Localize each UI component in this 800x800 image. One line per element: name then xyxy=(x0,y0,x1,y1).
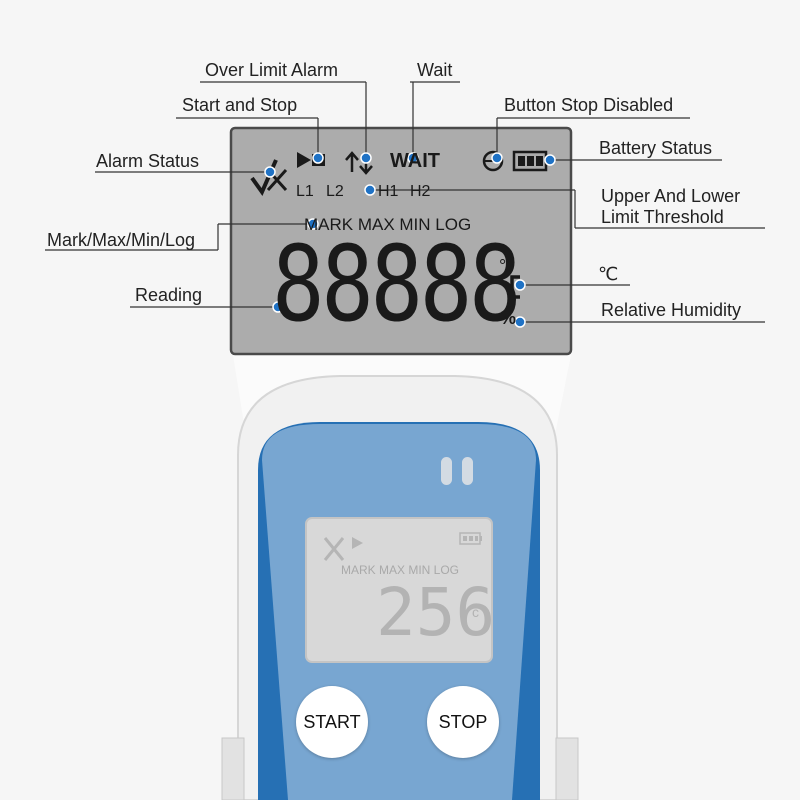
label-upper-lower-2: Limit Threshold xyxy=(601,207,724,227)
dot-upper-lower xyxy=(364,184,376,196)
dot-reading xyxy=(272,301,284,313)
dot-start-stop xyxy=(312,152,324,164)
dot-battery xyxy=(544,154,556,166)
dot-wait xyxy=(407,152,419,164)
label-battery-status: Battery Status xyxy=(599,138,713,158)
lcd-degree-symbol: ° xyxy=(499,256,507,276)
dot-humidity xyxy=(514,316,526,328)
indicator-led-left xyxy=(441,457,452,485)
label-relative-humidity: Relative Humidity xyxy=(601,300,742,320)
label-reading: Reading xyxy=(135,285,203,305)
dot-mark xyxy=(307,218,319,230)
dot-alarm-status xyxy=(264,166,276,178)
label-start-and-stop: Start and Stop xyxy=(182,95,298,115)
left-clip xyxy=(221,737,245,800)
label-mark-max-min-log: Mark/Max/Min/Log xyxy=(47,230,196,250)
leader-lines xyxy=(45,81,765,323)
start-stop-icon xyxy=(297,152,311,168)
dot-over-limit xyxy=(360,152,372,164)
lcd-mode-labels: MARK MAX MIN LOG xyxy=(304,215,472,234)
device-lcd xyxy=(305,517,493,663)
lcd-reading-digits: 88888 xyxy=(272,223,522,345)
dot-celsius xyxy=(514,279,526,291)
dot-button-stop xyxy=(491,152,503,164)
device-unit: c xyxy=(472,604,479,620)
start-button[interactable]: START xyxy=(296,686,368,758)
label-wait: Wait xyxy=(417,60,453,80)
device-alarm-icon xyxy=(323,537,345,561)
right-clip xyxy=(555,737,579,800)
lcd-l2: L2 xyxy=(326,183,344,200)
lcd-percent-symbol: % xyxy=(500,308,517,328)
label-button-stop-disabled: Button Stop Disabled xyxy=(504,95,674,115)
stop-button[interactable]: STOP xyxy=(427,686,499,758)
device-play-icon xyxy=(352,537,363,549)
lcd-l1: L1 xyxy=(296,183,314,200)
indicator-led-right xyxy=(462,457,473,485)
label-upper-lower-1: Upper And Lower xyxy=(601,186,741,206)
lcd-wait-text: WAIT xyxy=(390,150,440,172)
device-mode-labels: MARK MAX MIN LOG xyxy=(341,563,460,577)
device-reading: 256 xyxy=(376,574,496,651)
lcd-h1: H1 xyxy=(378,183,399,200)
label-alarm-status: Alarm Status xyxy=(96,151,200,171)
label-over-limit-alarm: Over Limit Alarm xyxy=(205,60,339,80)
lcd-h2: H2 xyxy=(410,183,431,200)
lcd-panel xyxy=(229,126,573,356)
label-celsius: ℃ xyxy=(598,264,619,284)
callout-dots xyxy=(264,152,556,328)
celsius-segment xyxy=(510,275,520,299)
